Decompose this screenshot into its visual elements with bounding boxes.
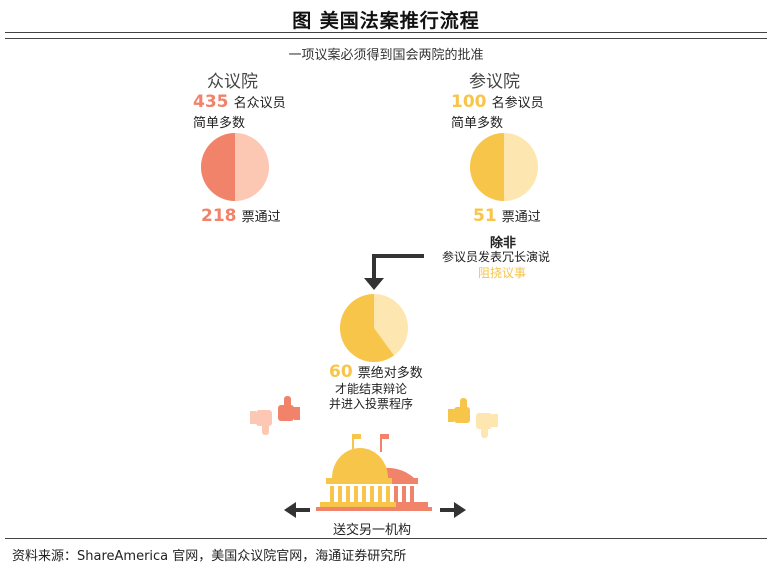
house-members: 435 名众议员 bbox=[193, 92, 286, 112]
house-title: 众议院 bbox=[207, 72, 258, 92]
cloture-line3: 并进入投票程序 bbox=[329, 397, 414, 411]
source-note: 资料来源：ShareAmerica 官网，美国众议院官网，海通证券研究所 bbox=[12, 549, 407, 564]
arrow-right-icon bbox=[440, 502, 466, 518]
cloture-votes-number: 60 bbox=[329, 362, 353, 382]
house-members-number: 435 bbox=[193, 92, 229, 112]
cloture-votes-label: 票绝对多数 bbox=[357, 366, 423, 381]
senate-pie bbox=[470, 133, 538, 201]
senate-members-number: 100 bbox=[451, 92, 487, 112]
house-votes-label: 票通过 bbox=[241, 210, 281, 225]
senate-votes-label: 票通过 bbox=[501, 210, 541, 225]
house-pie bbox=[201, 133, 269, 201]
senate-votes: 51 票通过 bbox=[473, 206, 541, 226]
house-votes: 218 票通过 bbox=[201, 206, 281, 226]
cloture-pie-supermajority-slice bbox=[340, 294, 394, 362]
senate-members: 100 名参议员 bbox=[451, 92, 544, 112]
subtitle: 一项议案必须得到国会两院的批准 bbox=[288, 48, 484, 63]
thumbs-up-down-coral-icon bbox=[250, 396, 300, 435]
arrow-down-left-icon bbox=[364, 254, 424, 290]
title-divider-bottom bbox=[5, 38, 767, 39]
source-divider bbox=[5, 538, 767, 539]
senate-majority: 简单多数 bbox=[451, 116, 504, 131]
capitol-building-icon bbox=[316, 434, 432, 511]
thumbs-up-down-yellow-icon bbox=[448, 398, 498, 438]
house-members-label: 名众议员 bbox=[233, 96, 286, 111]
title-divider-top bbox=[5, 32, 767, 33]
cloture-pie bbox=[340, 294, 408, 362]
send-to-other-chamber: 送交另一机构 bbox=[333, 523, 412, 538]
cloture-line2: 才能结束辩论 bbox=[335, 382, 408, 396]
senate-pie-majority-slice bbox=[470, 133, 504, 201]
page-title: 图 美国法案推行流程 bbox=[292, 10, 480, 32]
arrow-left-icon bbox=[284, 502, 310, 518]
senate-title: 参议院 bbox=[469, 72, 520, 92]
house-pie-majority-slice bbox=[201, 133, 235, 201]
unless-label: 除非 bbox=[490, 236, 517, 251]
senate-members-label: 名参议员 bbox=[491, 96, 544, 111]
filibuster-line1: 参议员发表冗长演说 bbox=[442, 250, 551, 264]
filibuster-line2: 阻挠议事 bbox=[478, 266, 527, 280]
senate-votes-number: 51 bbox=[473, 206, 497, 226]
house-votes-number: 218 bbox=[201, 206, 237, 226]
cloture-votes: 60 票绝对多数 bbox=[329, 362, 423, 382]
house-majority: 简单多数 bbox=[193, 116, 246, 131]
